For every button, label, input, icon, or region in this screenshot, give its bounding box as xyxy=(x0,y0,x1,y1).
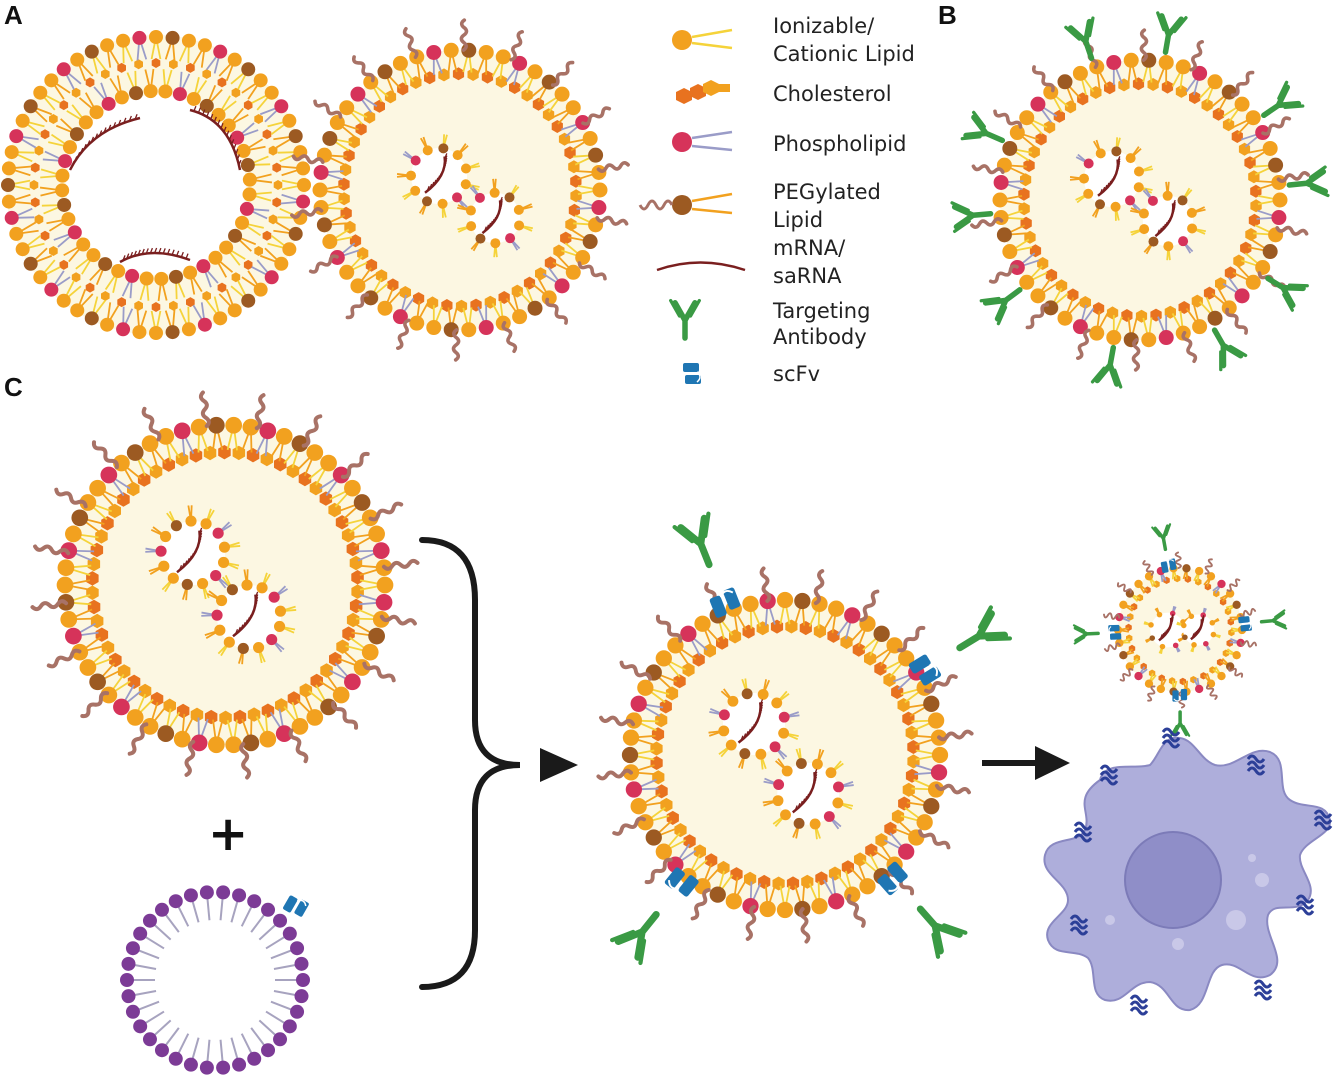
lipid-nanoparticle-input xyxy=(30,390,420,780)
vesicle xyxy=(1226,910,1246,930)
panel-label-b: B xyxy=(938,0,957,30)
legend-ionizable-label-2: Cationic Lipid xyxy=(773,42,915,66)
legend-antibody-label-1: Targeting xyxy=(772,299,870,323)
legend-antibody-icon xyxy=(671,301,700,338)
legend: Ionizable/ Cationic Lipid Cholesterol Ph… xyxy=(638,14,915,386)
target-cell xyxy=(1043,736,1332,1012)
receptor-icon xyxy=(1246,754,1266,776)
lipid-nanoparticle xyxy=(290,18,630,362)
receptor-icon xyxy=(1161,727,1181,749)
legend-rna-icon xyxy=(656,261,746,272)
legend-scfv-label: scFv xyxy=(773,362,820,386)
panel-label-a: A xyxy=(4,0,23,30)
legend-phospholipid-label: Phospholipid xyxy=(773,132,906,156)
rna-lipoplex-vesicle xyxy=(1,30,311,340)
merge-bracket xyxy=(419,537,521,990)
legend-pegylated-label-2: Lipid xyxy=(773,208,823,232)
legend-ionizable-icon xyxy=(672,28,733,50)
vesicle xyxy=(1172,938,1184,950)
merge-arrow-head xyxy=(540,748,578,782)
legend-rna-label-2: saRNA xyxy=(773,264,842,288)
cell-receptors xyxy=(1069,727,1333,1016)
receptor-icon xyxy=(1073,821,1093,843)
cell-nucleus xyxy=(1124,831,1222,929)
scfv-liposome xyxy=(120,885,311,1075)
receptor-icon xyxy=(1295,894,1315,916)
vesicle xyxy=(1248,854,1256,862)
legend-antibody-label-2: Antibody xyxy=(773,325,867,349)
receptor-icon xyxy=(1069,914,1089,936)
legend-phospholipid-icon xyxy=(672,130,733,152)
panel-label-c: C xyxy=(4,372,23,402)
receptor-icon xyxy=(1313,809,1333,831)
vesicle xyxy=(1105,915,1115,925)
receptor-icon xyxy=(1129,994,1149,1016)
antibody-conjugated-lnp xyxy=(952,13,1328,387)
legend-cholesterol-label: Cholesterol xyxy=(773,82,892,106)
plus-sign: + xyxy=(208,806,248,862)
receptor-icon xyxy=(1253,979,1273,1001)
arrow-to-cell-head xyxy=(1035,746,1070,780)
legend-rna-label-1: mRNA/ xyxy=(773,236,846,260)
scfv-antibody-lnp xyxy=(596,514,1009,963)
vesicle xyxy=(1255,873,1269,887)
receptor-icon xyxy=(1099,764,1119,786)
legend-ionizable-label-1: Ionizable/ xyxy=(773,14,875,38)
legend-pegylated-icon xyxy=(638,192,733,215)
small-targeted-lnp xyxy=(1072,522,1288,738)
legend-scfv-icon xyxy=(682,362,702,385)
legend-cholesterol-icon xyxy=(676,80,730,104)
legend-pegylated-label-1: PEGylated xyxy=(773,180,881,204)
